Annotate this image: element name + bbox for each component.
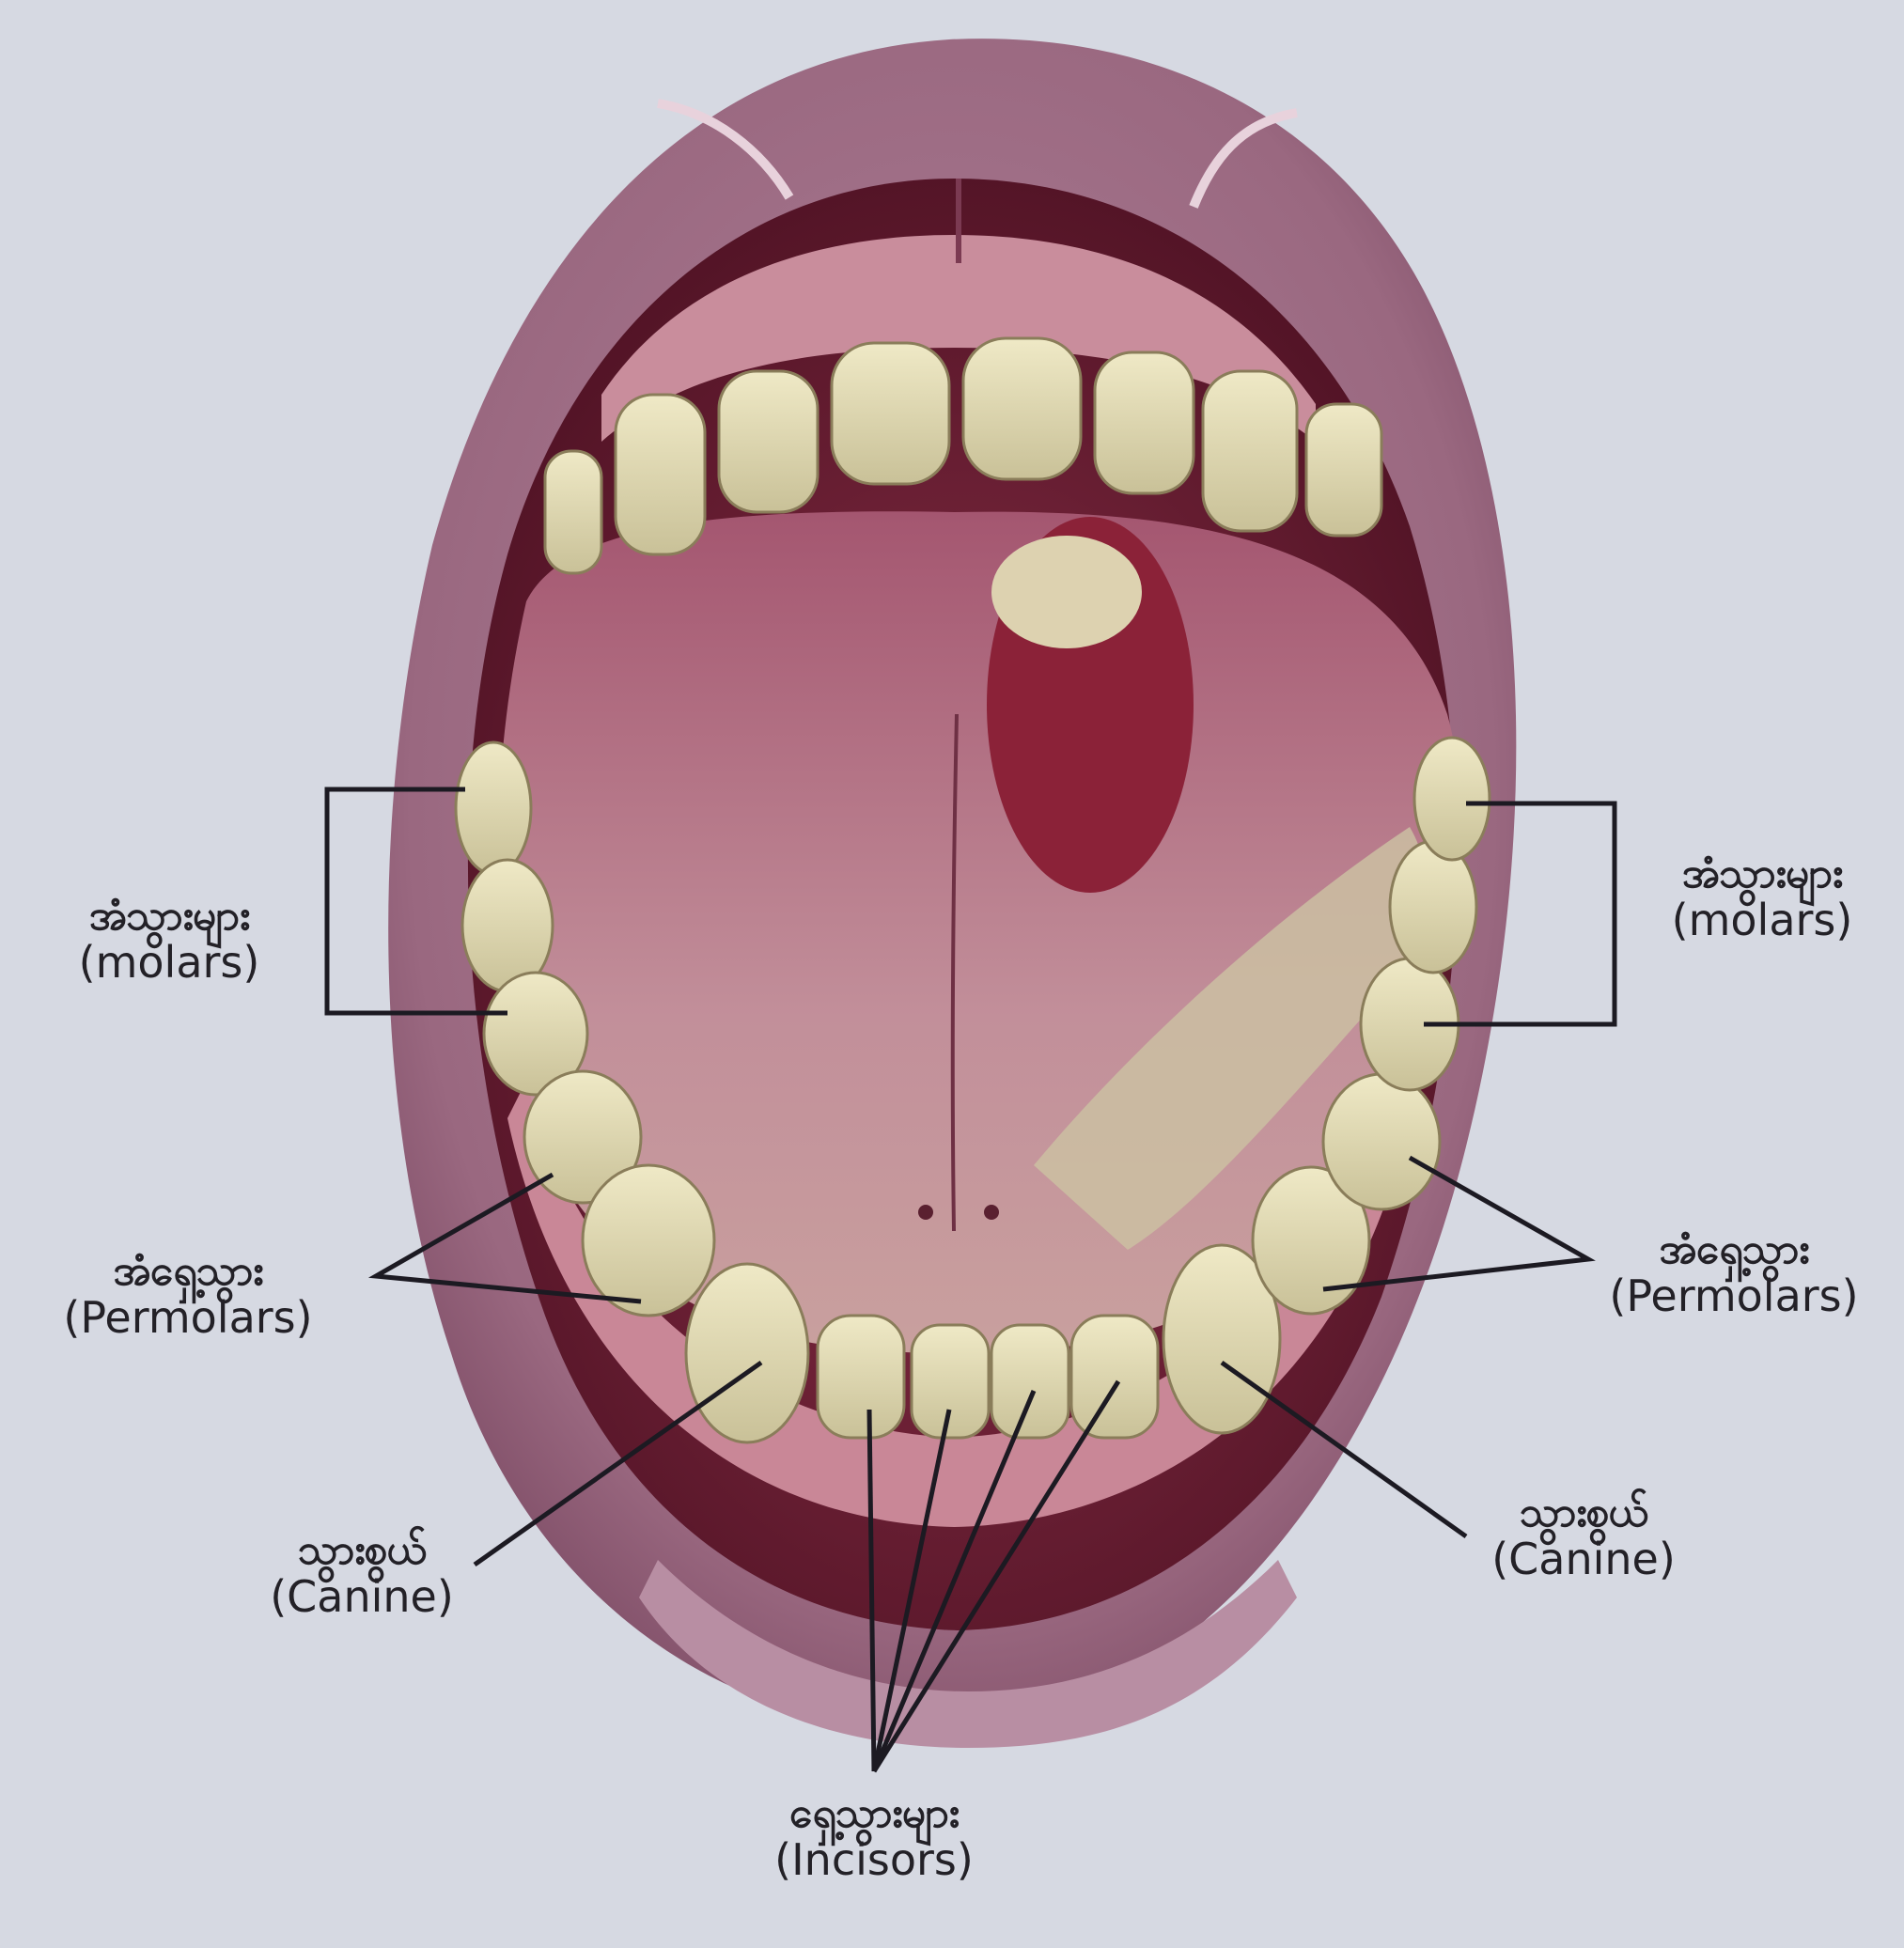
sublingual-gland (991, 536, 1142, 648)
label-incisors-mm: ရှေ့သွားများ (724, 1790, 1024, 1836)
lower-tooth (1414, 738, 1490, 860)
upper-tooth (1306, 404, 1381, 536)
label-molars-left-mm: အံသွားများ (28, 893, 310, 939)
label-premolars-right-en: (Permolars) (1569, 1272, 1898, 1321)
lower-tooth (1390, 841, 1476, 973)
upper-tooth (719, 371, 818, 512)
upper-tooth (832, 343, 949, 484)
label-canine-left-en: (Canine) (226, 1573, 498, 1622)
label-premolars-right-mm: အံရှေ့သွား (1569, 1226, 1898, 1272)
lower-tooth (912, 1325, 989, 1438)
label-premolars-left-en: (Permolars) (14, 1294, 362, 1343)
label-premolars-left: အံရှေ့သွား (Permolars) (14, 1248, 362, 1343)
label-canine-left-mm: သွားစွယ် (226, 1527, 498, 1573)
duct-opening-left (918, 1205, 933, 1220)
label-molars-right-en: (molars) (1621, 896, 1903, 945)
upper-tooth (1095, 352, 1194, 493)
label-canine-right: သွားစွယ် (Canine) (1447, 1489, 1720, 1584)
label-molars-right: အံသွားများ (molars) (1621, 850, 1903, 945)
label-canine-right-mm: သွားစွယ် (1447, 1489, 1720, 1535)
duct-opening-right (984, 1205, 999, 1220)
label-molars-right-mm: အံသွားများ (1621, 850, 1903, 896)
lower-tooth (456, 742, 531, 874)
label-canine-right-en: (Canine) (1447, 1535, 1720, 1584)
lower-tooth (818, 1316, 904, 1438)
label-molars-left: အံသွားများ (molars) (28, 893, 310, 988)
label-canine-left: သွားစွယ် (Canine) (226, 1527, 498, 1622)
lower-tooth (991, 1325, 1069, 1438)
lower-tooth (1323, 1074, 1440, 1209)
upper-tooth (545, 451, 601, 573)
upper-tooth (963, 338, 1081, 479)
lower-tooth (1071, 1316, 1158, 1438)
lower-tooth (686, 1264, 808, 1442)
label-incisors-en: (Incisors) (724, 1836, 1024, 1885)
label-molars-left-en: (molars) (28, 939, 310, 988)
upper-tooth (1203, 371, 1297, 531)
label-premolars-right: အံရှေ့သွား (Permolars) (1569, 1226, 1898, 1321)
upper-tooth (616, 395, 705, 554)
label-incisors: ရှေ့သွားများ (Incisors) (724, 1790, 1024, 1885)
lower-tooth (583, 1165, 714, 1316)
label-premolars-left-mm: အံရှေ့သွား (14, 1248, 362, 1294)
